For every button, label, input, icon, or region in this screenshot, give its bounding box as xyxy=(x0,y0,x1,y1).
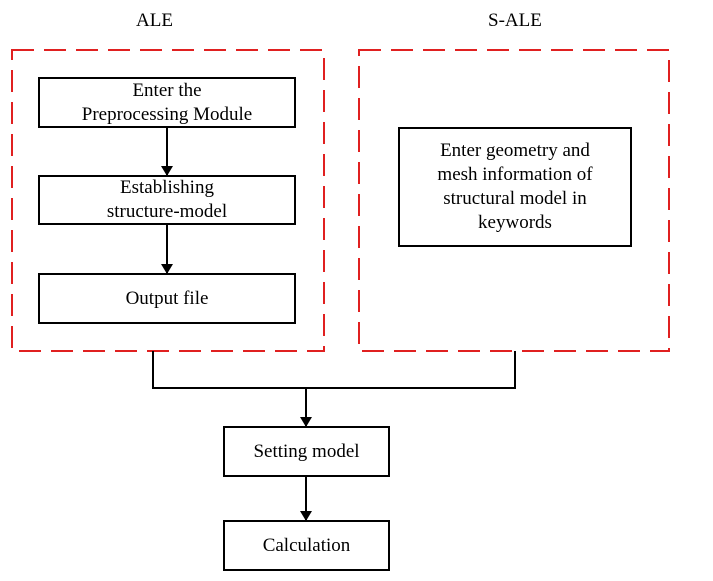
keywords-box xyxy=(398,127,632,247)
ale-group-title: ALE xyxy=(136,10,173,31)
preprocessing-box xyxy=(38,77,296,128)
sale-group-title: S-ALE xyxy=(488,10,542,31)
setting-label: Setting model xyxy=(253,440,360,462)
preprocessing-label: Enter the Preprocessing Module xyxy=(81,79,253,125)
connector-ale-to-merge xyxy=(152,351,306,389)
sale-group-border xyxy=(358,49,670,352)
establish-label: Establishing structure-model xyxy=(106,177,228,222)
calculation-label: Calculation xyxy=(262,534,351,556)
output-box xyxy=(38,273,296,324)
keywords-label: Enter geometry and mesh information of s… xyxy=(437,140,593,233)
connector-sale-to-merge xyxy=(306,351,516,389)
output-label: Output file xyxy=(125,287,209,309)
ale-group-border xyxy=(11,49,325,352)
calculation-box xyxy=(223,520,390,571)
